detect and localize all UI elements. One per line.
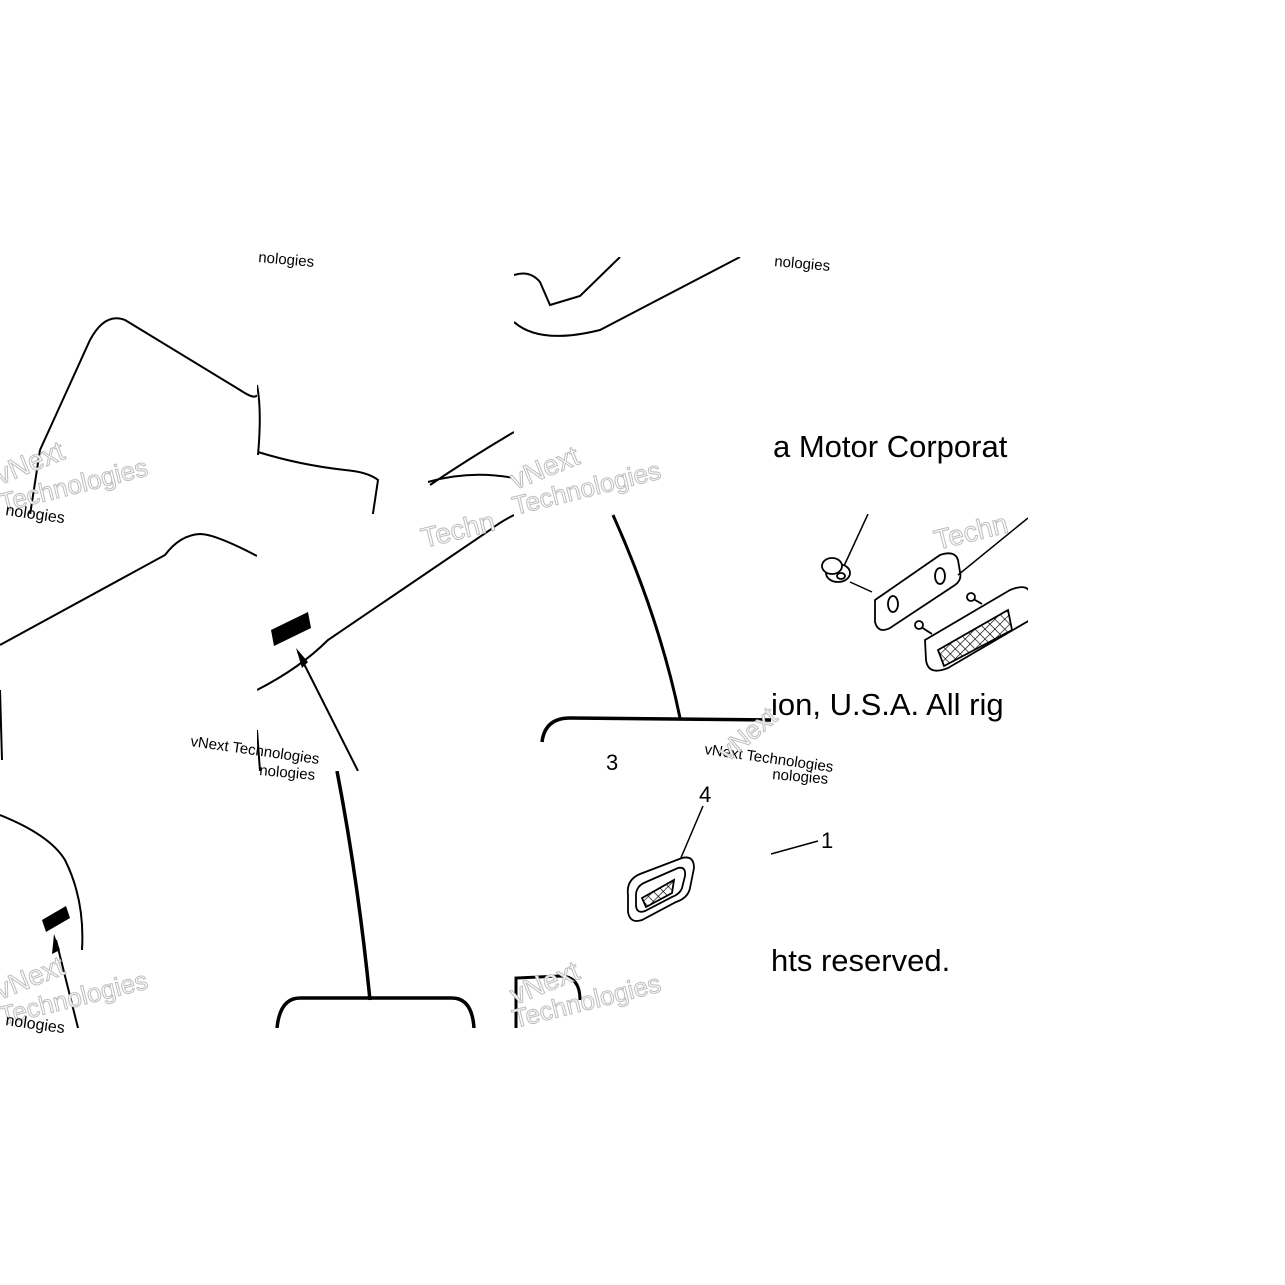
copyright-line-1: a Motor Corporat (773, 429, 1008, 464)
watermark-group: vNext Technologies nologies vNext Techno… (0, 249, 1011, 1037)
tile-body-edge (540, 514, 771, 743)
bracket-plate (874, 552, 962, 631)
tile-lower-front (0, 814, 84, 1028)
reflector-marker (271, 612, 311, 646)
tile-fender-outline (29, 317, 257, 514)
tile-wheel-arch (275, 771, 476, 1028)
watermark-text: nologies (4, 502, 65, 527)
watermark-text: vNext Technologies (189, 733, 320, 768)
copyright-line-3: hts reserved. (771, 943, 950, 978)
watermark-text: nologies (774, 253, 831, 275)
reflector-lens (914, 586, 1028, 672)
callout-4: 4 (699, 782, 711, 807)
watermark-text: nologies (772, 766, 829, 788)
tile-hood-outline (257, 384, 514, 514)
bolt-part (821, 557, 851, 583)
tile-reflector-location (257, 514, 514, 771)
reflector-part (626, 856, 695, 922)
tile-side-body-outline (0, 532, 257, 761)
callout-1: 1 (821, 828, 833, 853)
watermark-text: Techn (418, 506, 498, 554)
watermark-text: nologies (258, 249, 315, 271)
copyright-line-2: ion, U.S.A. All rig (771, 687, 1004, 722)
watermark-text: Techn (931, 508, 1011, 556)
reflector-marker-lower (42, 906, 70, 932)
leader-line-1 (770, 840, 819, 855)
tile-reflector-exploded (821, 514, 1028, 672)
callout-3: 3 (606, 750, 618, 775)
watermark-text: nologies (259, 762, 316, 784)
tile-reflector-item (514, 805, 704, 1028)
tile-roof-outline (514, 257, 741, 337)
